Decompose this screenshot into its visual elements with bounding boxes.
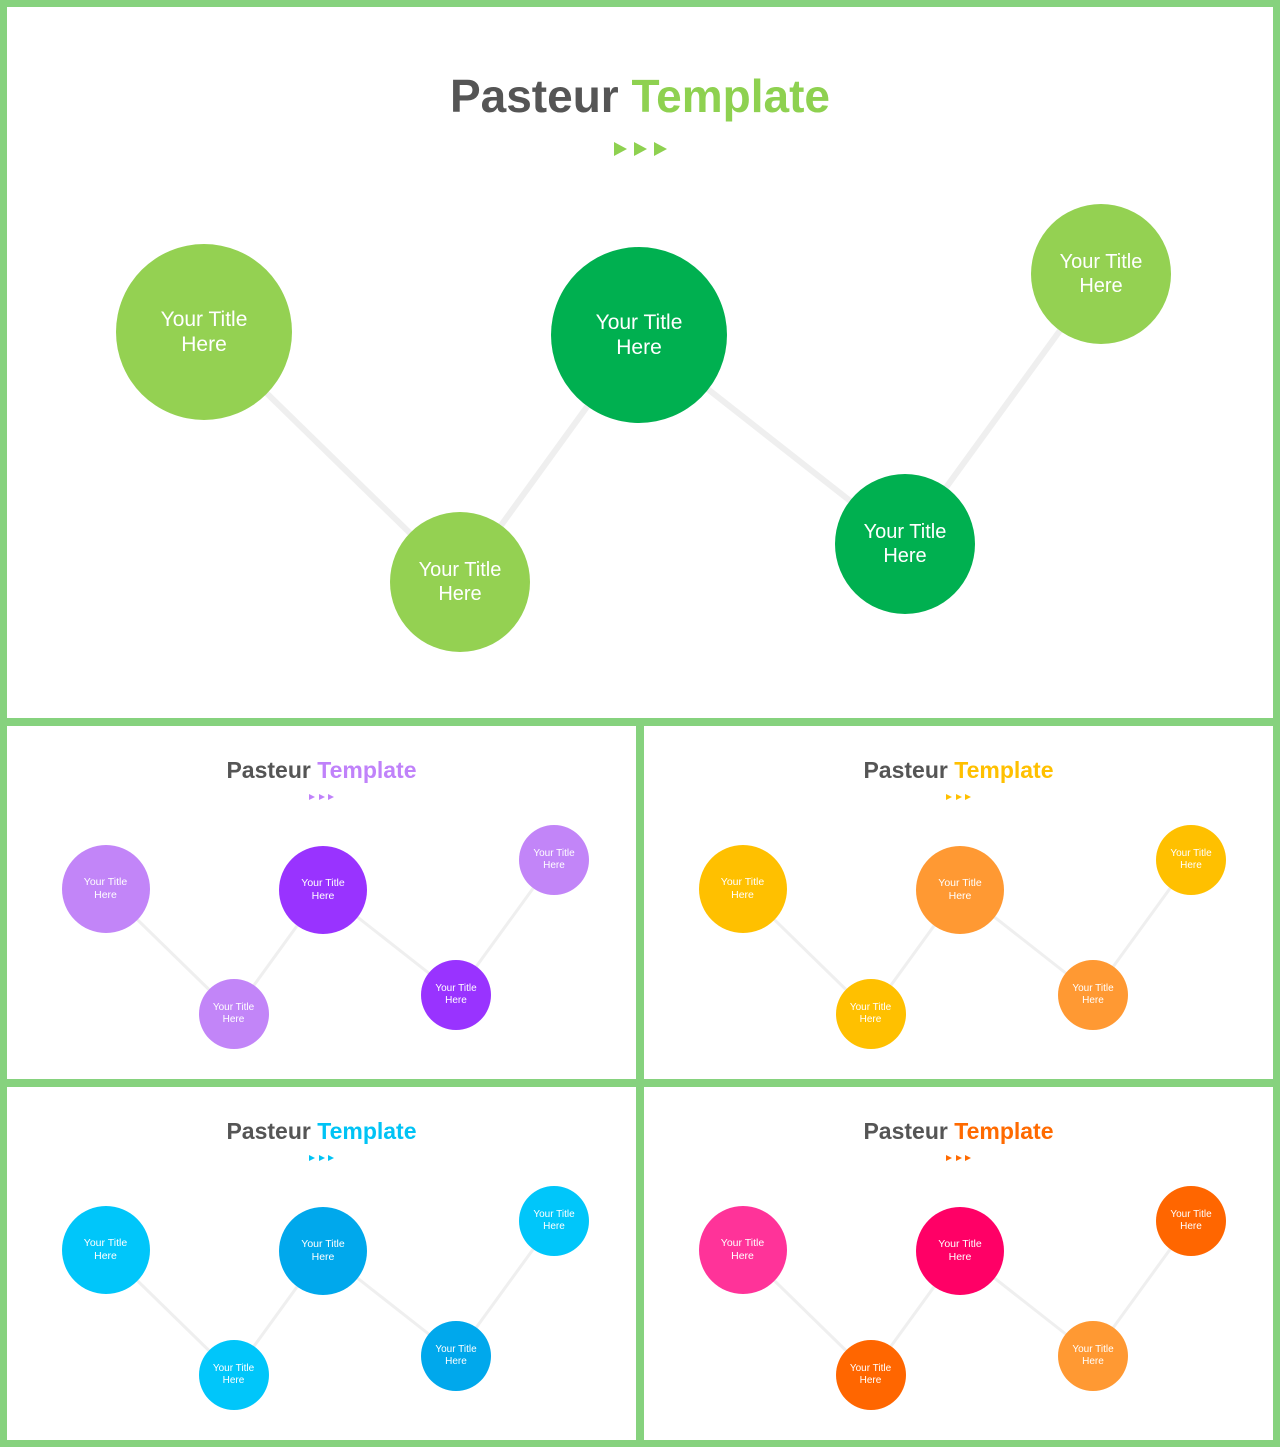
title-word-dark: Pasteur [863,757,948,783]
node-label: Your Title Here [720,1236,765,1262]
node-label: Your Title Here [849,1001,892,1025]
node-1: Your Title Here [61,844,150,933]
node-label: Your Title Here [533,1208,575,1232]
slide-orange: Pasteur Template Your Title Here Your Ti… [644,1087,1273,1440]
node-4: Your Title Here [1058,1320,1128,1391]
title-word-dark: Pasteur [226,757,311,783]
node-3: Your Title Here [279,846,367,934]
title-word-accent: Template [317,757,417,783]
title-word-dark: Pasteur [226,1118,311,1144]
node-label: Your Title Here [1072,982,1114,1006]
node-label: Your Title Here [83,1236,128,1262]
slide-title: Pasteur Template [644,757,1273,784]
node-label: Your Title Here [212,1362,255,1386]
triple-arrow-icon [7,1154,636,1161]
node-label: Your Title Here [849,1362,892,1386]
slide-yellow: Pasteur Template Your Title Here Your Ti… [644,726,1273,1079]
node-label: Your Title Here [1170,1208,1212,1232]
triple-arrow-icon [7,793,636,800]
node-4: Your Title Here [421,959,491,1030]
title-word-accent: Template [631,70,831,122]
node-label: Your Title Here [83,875,128,901]
title-word-accent: Template [954,1118,1054,1144]
slide-blue: Pasteur Template Your Title Here Your Ti… [7,1087,636,1440]
slide-main: Pasteur Template Your Title Here Your Ti… [7,7,1273,718]
slide-title: Pasteur Template [7,69,1273,123]
title-word-dark: Pasteur [863,1118,948,1144]
node-1: Your Title Here [698,1205,787,1294]
node-2: Your Title Here [835,978,906,1049]
node-5: Your Title Here [519,1185,589,1256]
node-2: Your Title Here [835,1339,906,1410]
node-label: Your Title Here [720,875,765,901]
triple-arrow-icon [644,1154,1273,1161]
slide-title: Pasteur Template [7,1118,636,1145]
title-word-accent: Template [317,1118,417,1144]
node-label: Your Title Here [418,559,502,605]
node-5: Your Title Here [1156,1185,1226,1256]
slide-title: Pasteur Template [644,1118,1273,1145]
node-2: Your Title Here [198,1339,269,1410]
triple-arrow-icon [7,142,1273,156]
node-label: Your Title Here [938,1238,982,1263]
title-word-accent: Template [954,757,1054,783]
node-label: Your Title Here [1072,1343,1114,1367]
node-label: Your Title Here [301,1238,345,1263]
node-label: Your Title Here [301,877,345,902]
node-label: Your Title Here [160,307,248,356]
triple-arrow-icon [644,793,1273,800]
node-label: Your Title Here [1059,251,1143,297]
node-1: Your Title Here [61,1205,150,1294]
title-word-dark: Pasteur [449,70,619,122]
slide-purple: Pasteur Template Your Title Here Your Ti… [7,726,636,1079]
node-3: Your Title Here [279,1207,367,1295]
node-5: Your Title Here [1031,204,1171,344]
node-3: Your Title Here [916,846,1004,934]
node-4: Your Title Here [1058,959,1128,1030]
node-4: Your Title Here [421,1320,491,1391]
node-label: Your Title Here [1170,847,1212,871]
slide-title: Pasteur Template [7,757,636,784]
node-label: Your Title Here [435,1343,477,1367]
node-label: Your Title Here [595,310,683,359]
node-2: Your Title Here [198,978,269,1049]
node-label: Your Title Here [938,877,982,902]
node-5: Your Title Here [1156,824,1226,895]
node-label: Your Title Here [212,1001,255,1025]
node-5: Your Title Here [519,824,589,895]
node-label: Your Title Here [863,521,947,567]
node-label: Your Title Here [533,847,575,871]
node-1: Your Title Here [116,244,292,420]
node-2: Your Title Here [390,512,530,652]
node-4: Your Title Here [835,474,975,614]
node-3: Your Title Here [916,1207,1004,1295]
node-1: Your Title Here [698,844,787,933]
node-3: Your Title Here [551,247,727,423]
node-label: Your Title Here [435,982,477,1006]
